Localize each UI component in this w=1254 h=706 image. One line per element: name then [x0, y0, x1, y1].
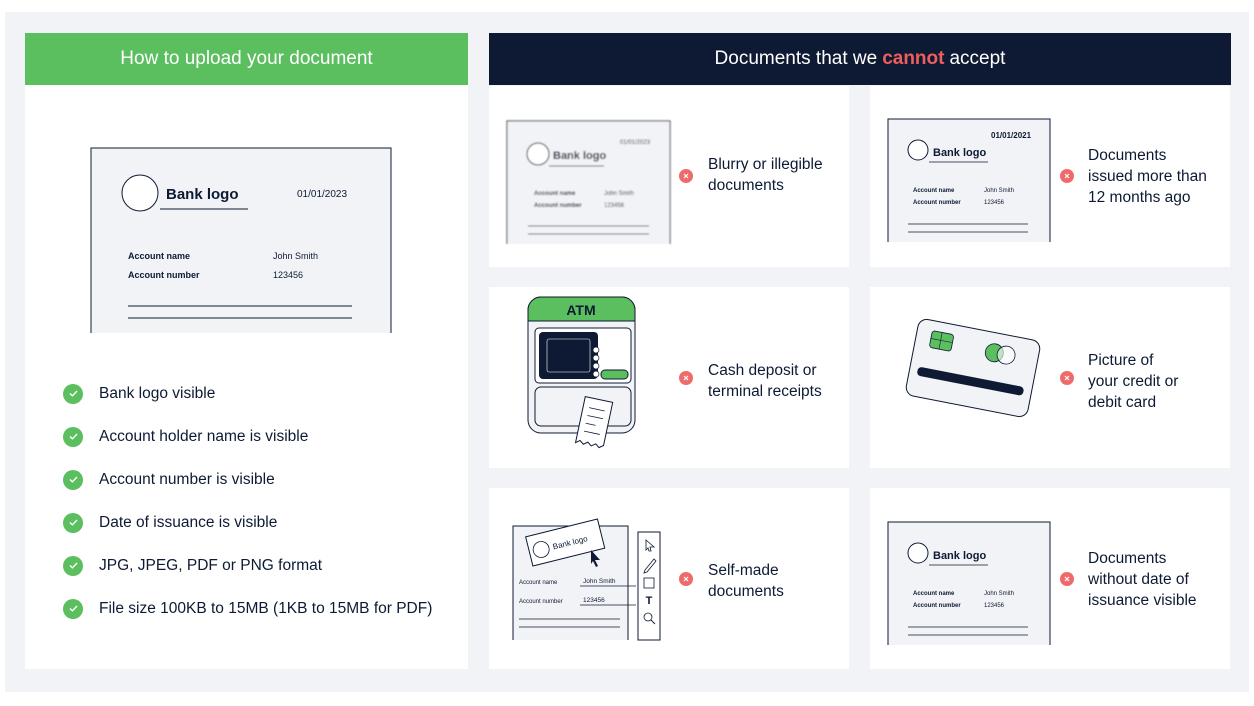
label-line: issued more than [1088, 168, 1207, 185]
requirement-text: Bank logo visible [99, 384, 216, 402]
requirement-item: File size 100KB to 15MB (1KB to 15MB for… [63, 587, 432, 630]
self-made-document-illustration: Bank logo Account name John Smith Accoun… [512, 518, 661, 641]
label-line: Self-made [708, 562, 779, 579]
requirements-list: Bank logo visible Account holder name is… [63, 372, 432, 630]
blurry-name-value: John Smith [604, 191, 634, 197]
blurry-number-label: Account number [534, 203, 582, 209]
requirement-item: JPG, JPEG, PDF or PNG format [63, 544, 432, 587]
upload-guide-title: How to upload your document [120, 48, 373, 69]
reject-icon [1060, 371, 1074, 385]
label-line: terminal receipts [708, 383, 822, 400]
label-line: Documents [1088, 550, 1167, 567]
label-line: Blurry or illegible [708, 156, 823, 173]
sample-account-name-label: Account name [128, 251, 190, 261]
old-doc-number-label: Account number [913, 200, 961, 206]
rejected-documents-header: Documents that we cannot accept [489, 33, 1231, 85]
label-line: debit card [1088, 394, 1157, 411]
self-made-label: Self-made documents [708, 560, 784, 602]
blurry-date: 01/01/2023 [620, 140, 651, 146]
editing-toolbar [637, 531, 661, 641]
undated-logo-text: Bank logo [933, 550, 986, 562]
self-made-number-label: Account number [519, 599, 563, 605]
requirement-item: Date of issuance is visible [63, 501, 432, 544]
check-icon [63, 555, 83, 576]
sample-account-number-value: 123456 [273, 270, 303, 280]
requirement-item: Account holder name is visible [63, 415, 432, 458]
old-doc-logo-text: Bank logo [933, 147, 986, 159]
blurry-number-value: 123456 [604, 203, 625, 209]
pencil-tool-icon [643, 558, 657, 574]
reject-icon [679, 371, 693, 385]
requirement-text: File size 100KB to 15MB (1KB to 15MB for… [99, 599, 433, 617]
text-tool-icon: T [646, 595, 653, 607]
self-made-name-label: Account name [519, 580, 558, 586]
self-made-name-value: John Smith [583, 578, 616, 585]
search-tool-icon [643, 612, 653, 622]
old-doc-number-value: 123456 [984, 200, 1005, 206]
sample-logo-text: Bank logo [166, 186, 239, 203]
reject-icon [679, 572, 693, 586]
self-made-number-value: 123456 [583, 597, 605, 604]
undated-name-value: John Smith [984, 591, 1014, 597]
old-doc-date: 01/01/2021 [991, 131, 1032, 140]
check-icon [63, 512, 83, 533]
undated-number-value: 123456 [984, 603, 1005, 609]
old-document-illustration: 01/01/2021 Bank logo Account name John S… [887, 118, 1051, 242]
old-doc-name-label: Account name [913, 188, 955, 194]
label-line: Cash deposit or [708, 362, 817, 379]
requirement-item: Bank logo visible [63, 372, 432, 415]
requirement-text: JPG, JPEG, PDF or PNG format [99, 556, 323, 574]
sample-bank-statement: Bank logo 01/01/2023 Account name John S… [90, 147, 392, 333]
upload-guide-header: How to upload your document [25, 33, 468, 85]
requirement-text: Account holder name is visible [99, 427, 309, 445]
label-line: Documents [1088, 147, 1167, 164]
bank-logo-circle [121, 174, 159, 212]
check-icon [63, 383, 83, 404]
blurry-label: Blurry or illegible documents [708, 154, 823, 196]
blurry-logo-text: Bank logo [553, 150, 606, 162]
label-line: your credit or [1088, 373, 1179, 390]
reject-icon [1060, 572, 1074, 586]
old-doc-name-value: John Smith [984, 188, 1014, 194]
undated-document-illustration: Bank logo Account name John Smith Accoun… [887, 521, 1051, 645]
cursor-icon [591, 550, 600, 567]
receipts-label: Cash deposit or terminal receipts [708, 360, 822, 402]
requirement-text: Date of issuance is visible [99, 513, 278, 531]
undated-label: Documents without date of issuance visib… [1088, 548, 1197, 611]
reject-icon [679, 169, 693, 183]
check-icon [63, 469, 83, 490]
atm-label: ATM [566, 302, 595, 318]
sample-account-name-value: John Smith [273, 251, 318, 261]
undated-number-label: Account number [913, 603, 961, 609]
blurry-name-label: Account name [534, 191, 576, 197]
rejected-title-start: Documents that we [714, 48, 878, 69]
card-chip-icon [929, 330, 954, 352]
credit-card-label: Picture of your credit or debit card [1088, 350, 1178, 413]
sample-date: 01/01/2023 [297, 189, 347, 200]
old-doc-label: Documents issued more than 12 months ago [1088, 145, 1207, 208]
label-line: without date of [1088, 571, 1189, 588]
label-line: 12 months ago [1088, 189, 1191, 206]
sample-account-number-label: Account number [128, 270, 200, 280]
check-icon [63, 426, 83, 447]
pointer-tool-icon [645, 539, 656, 552]
label-line: Picture of [1088, 352, 1154, 369]
check-icon [63, 598, 83, 619]
reject-icon [1060, 169, 1074, 183]
requirement-text: Account number is visible [99, 470, 275, 488]
rejected-title-end: accept [949, 48, 1006, 69]
label-line: issuance visible [1088, 592, 1197, 609]
undated-name-label: Account name [913, 591, 955, 597]
rejected-title-emphasis: cannot [882, 48, 945, 69]
atm-illustration: ATM [527, 296, 636, 449]
label-line: documents [708, 177, 784, 194]
credit-card-illustration [905, 318, 1041, 418]
label-line: documents [708, 583, 784, 600]
requirement-item: Account number is visible [63, 458, 432, 501]
blurry-document-illustration: Bank logo 01/01/2023 Account name John S… [506, 120, 671, 244]
rectangle-tool-icon [643, 577, 655, 589]
